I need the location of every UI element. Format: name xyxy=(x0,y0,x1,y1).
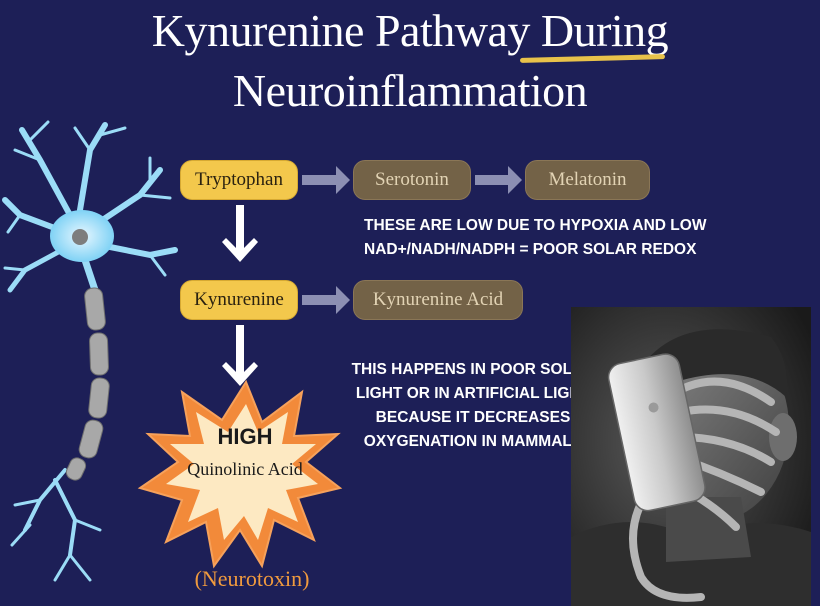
arrows xyxy=(302,166,522,314)
node-kynurenine: Kynurenine xyxy=(180,280,298,320)
arrow-right-icon xyxy=(302,286,350,314)
starburst-inner xyxy=(166,404,318,540)
node-kynurenine-acid: Kynurenine Acid xyxy=(353,280,523,320)
arrow-down-icon xyxy=(222,205,258,262)
node-tryptophan: Tryptophan xyxy=(180,160,298,200)
neuron-nucleus xyxy=(72,229,88,245)
page-title-line1: Kynurenine Pathway During xyxy=(151,5,669,56)
neuron-icon xyxy=(2,120,178,582)
note-redox: THESE ARE LOW DUE TO HYPOXIA AND LOW NAD… xyxy=(364,217,707,258)
note-light: THIS HAPPENS IN POOR SOLAR LIGHT OR IN A… xyxy=(351,361,595,450)
page-title-line2: Neuroinflammation xyxy=(232,65,588,116)
down-arrows xyxy=(222,205,258,386)
node-melatonin: Melatonin xyxy=(525,160,650,200)
node-serotonin: Serotonin xyxy=(353,160,471,200)
myelin-sheath xyxy=(65,287,110,481)
phone-face-photo xyxy=(571,307,811,606)
arrow-down-icon xyxy=(222,325,258,386)
neurotoxin-label: (Neurotoxin) xyxy=(194,566,310,591)
phone-face-artwork-icon xyxy=(571,307,811,606)
burst-quinolinic-label: Quinolinic Acid xyxy=(187,459,303,479)
burst-high-label: HIGH xyxy=(217,424,273,449)
arrow-right-icon xyxy=(475,166,522,194)
arrow-right-icon xyxy=(302,166,350,194)
